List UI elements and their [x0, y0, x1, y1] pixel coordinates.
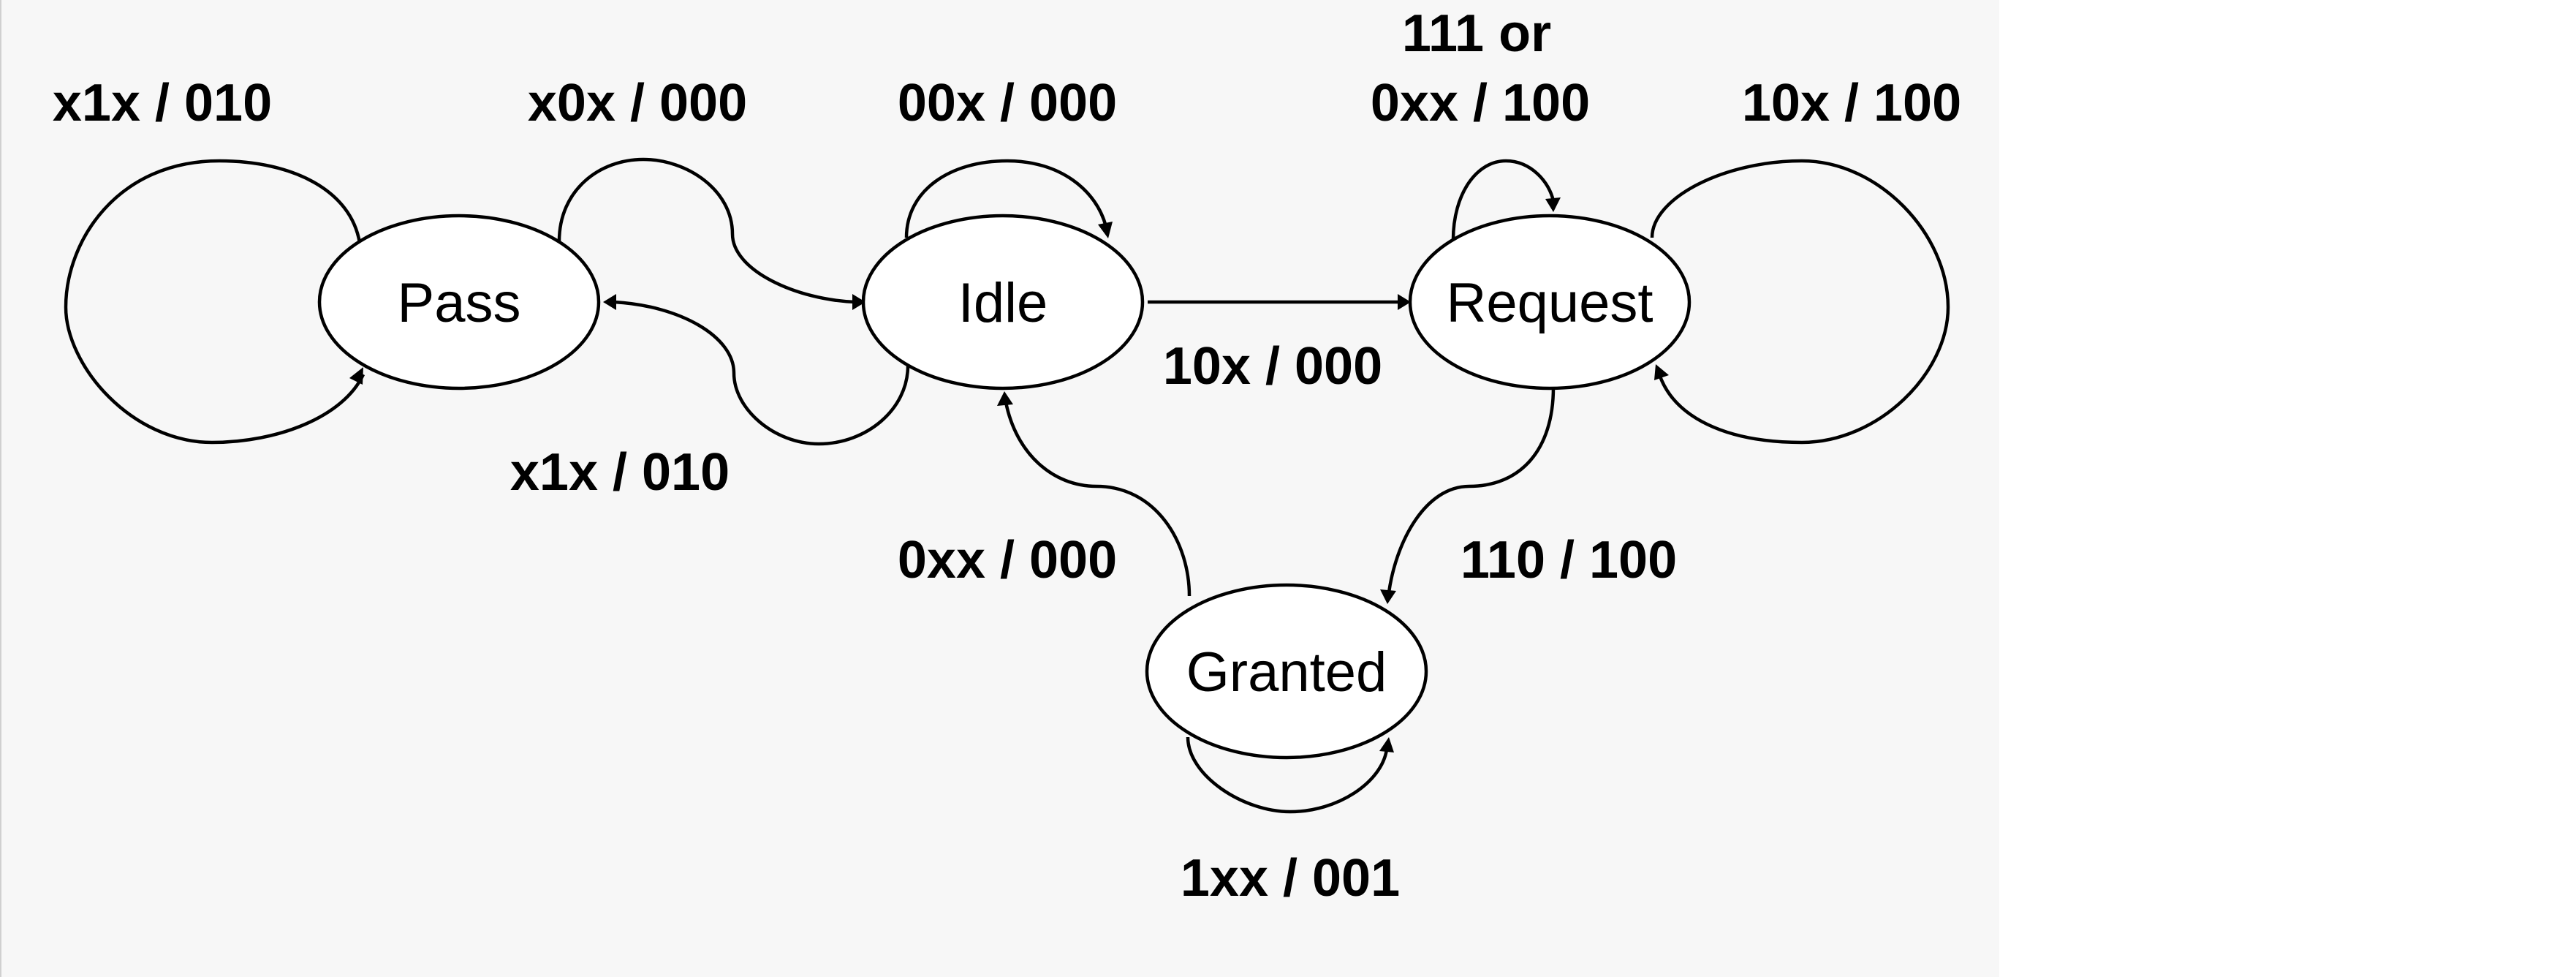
label-request-self-loop-right: 10x / 100 — [1742, 74, 1961, 132]
edge-granted-self-loop — [1186, 736, 1389, 814]
label-pass-self-loop: x1x / 010 — [53, 74, 272, 132]
state-granted: Granted — [1145, 583, 1428, 760]
diagram-background — [0, 0, 1999, 977]
arrowhead-request-self-loop-right — [1654, 364, 1669, 380]
label-request-self-loop-top-line2: 0xx / 100 — [1371, 74, 1590, 132]
label-granted-self-loop: 1xx / 001 — [1181, 849, 1400, 908]
label-pass-to-idle: x0x / 000 — [528, 74, 747, 132]
edge-pass-to-idle — [557, 157, 856, 304]
arrowhead-request-to-granted — [1380, 589, 1396, 604]
state-idle: Idle — [861, 214, 1145, 391]
edge-request-to-granted — [1387, 387, 1556, 593]
state-request-label: Request — [1446, 272, 1653, 334]
label-granted-to-idle: 0xx / 000 — [898, 531, 1117, 589]
arrowhead-pass-to-idle — [852, 294, 865, 310]
state-idle-shape — [861, 214, 1145, 391]
arrowhead-request-self-loop-top — [1545, 197, 1561, 212]
label-request-self-loop-top-line1: 111 or — [1402, 4, 1551, 63]
edge-idle-to-pass — [613, 300, 910, 446]
label-idle-to-request: 10x / 000 — [1163, 337, 1382, 396]
state-request: Request — [1408, 214, 1692, 391]
arrowhead-idle-to-request — [1398, 294, 1411, 310]
edge-granted-to-idle — [1004, 401, 1192, 597]
state-request-shape — [1408, 214, 1692, 391]
state-pass-shape — [317, 214, 601, 391]
arrowhead-granted-to-idle — [997, 391, 1013, 406]
state-pass: Pass — [317, 214, 601, 391]
arrowhead-idle-to-pass — [603, 294, 616, 310]
state-pass-label: Pass — [398, 272, 521, 334]
arrowhead-granted-self-loop — [1379, 737, 1394, 752]
arrowhead-idle-self-loop — [1098, 222, 1113, 238]
state-idle-label: Idle — [958, 272, 1048, 334]
label-idle-to-pass: x1x / 010 — [510, 443, 730, 502]
arrowhead-pass-self-loop — [349, 367, 363, 385]
state-granted-shape — [1145, 583, 1428, 760]
edge-pass-self-loop — [64, 159, 365, 445]
edge-request-self-loop-right — [1650, 159, 1950, 445]
label-request-to-granted: 110 / 100 — [1461, 531, 1677, 589]
label-idle-self-loop: 00x / 000 — [898, 74, 1117, 132]
state-granted-label: Granted — [1186, 641, 1387, 703]
edge-idle-self-loop — [904, 159, 1108, 238]
edge-request-self-loop-top — [1451, 159, 1556, 241]
